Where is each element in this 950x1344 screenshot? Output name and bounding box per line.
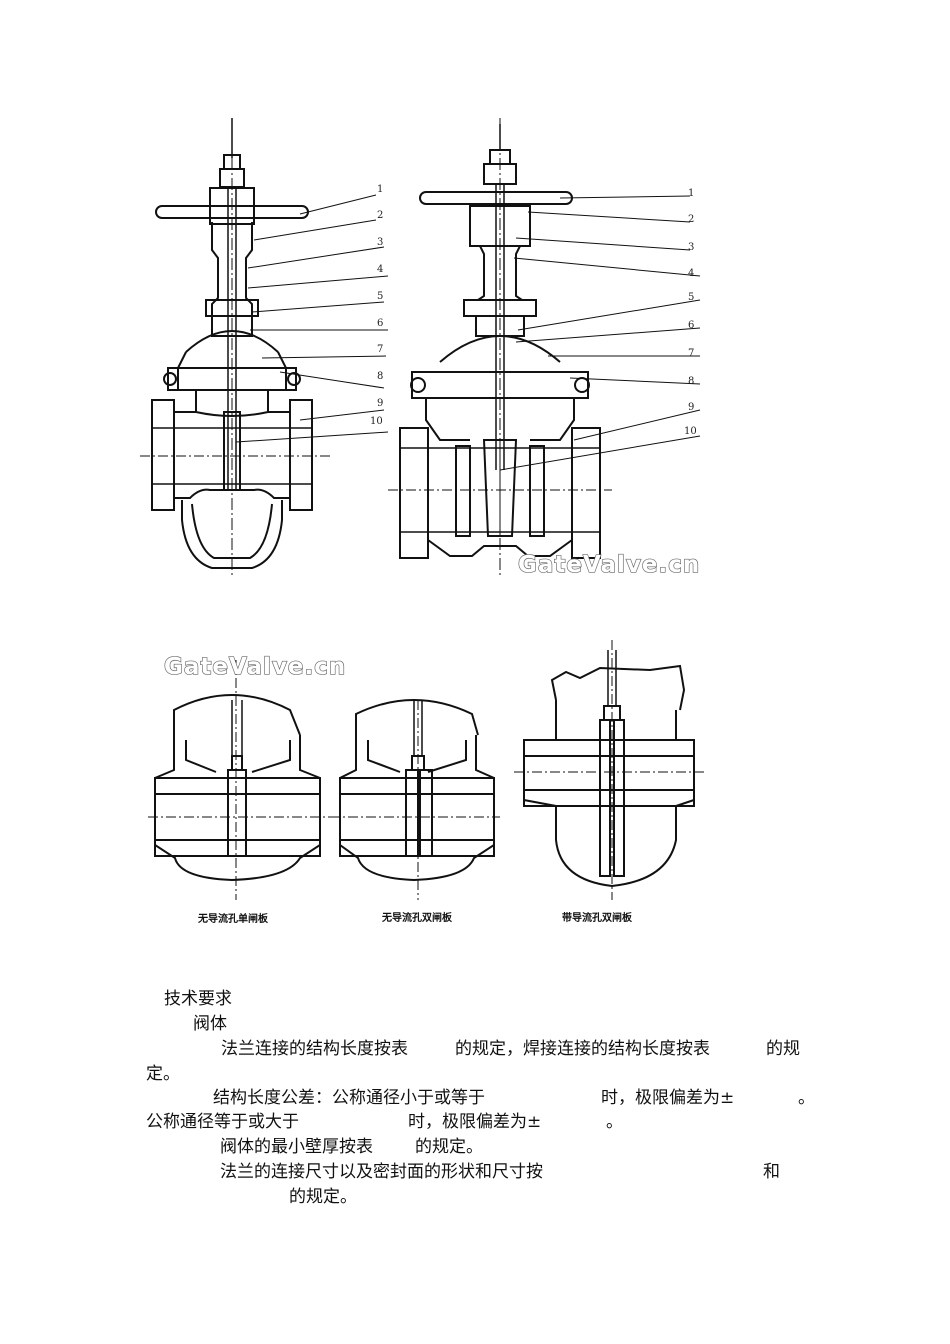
caption-single-gate: 无导流孔单闸板 — [197, 912, 269, 925]
subheading-valve-body: 阀体 — [193, 1014, 227, 1034]
caption-double-gate: 无导流孔双闸板 — [381, 911, 453, 924]
para3-part-b: 时，极限偏差为± — [408, 1112, 542, 1132]
left-part-number-8: 8 — [377, 371, 383, 382]
section-detail-3 — [514, 640, 704, 900]
left-part-number-10: 10 — [370, 416, 383, 427]
left-part-number-7: 7 — [377, 344, 383, 355]
para6: 的规定。 — [289, 1187, 357, 1207]
para1-part-d: 定。 — [146, 1064, 180, 1084]
section-detail-1 — [148, 660, 330, 900]
para4-part-b: 的规定。 — [415, 1137, 483, 1157]
left-part-number-5: 5 — [377, 291, 383, 302]
right-part-number-4: 4 — [688, 268, 694, 279]
para1-part-b: 的规定，焊接连接的结构长度按表 — [455, 1039, 710, 1059]
right-valve-drawing — [388, 118, 701, 578]
para2-part-a: 结构长度公差：公称通径小于或等于 — [213, 1088, 485, 1108]
right-part-number-3: 3 — [688, 242, 694, 253]
para2-part-b: 时，极限偏差为± — [601, 1088, 735, 1108]
watermark-middle: GateValve.cn — [164, 654, 346, 680]
right-part-number-9: 9 — [688, 402, 694, 413]
right-part-number-2: 2 — [688, 214, 694, 225]
left-part-number-2: 2 — [377, 210, 383, 221]
para1-part-c: 的规 — [766, 1039, 800, 1059]
left-part-number-1: 1 — [377, 184, 383, 195]
para4-part-a: 阀体的最小壁厚按表 — [220, 1137, 373, 1157]
right-part-number-6: 6 — [688, 320, 694, 331]
right-part-number-5: 5 — [688, 292, 694, 303]
left-part-number-6: 6 — [377, 318, 383, 329]
right-part-number-10: 10 — [684, 426, 697, 437]
section-heading: 技术要求 — [164, 989, 232, 1009]
left-valve-drawing — [140, 118, 389, 578]
para5-part-b: 和 — [763, 1162, 780, 1182]
left-part-number-4: 4 — [377, 264, 383, 275]
para1-part-a: 法兰连接的结构长度按表 — [221, 1039, 408, 1059]
para3-part-a: 公称通径等于或大于 — [146, 1112, 299, 1132]
watermark-top: GateValve.cn — [518, 552, 700, 578]
left-part-number-9: 9 — [377, 398, 383, 409]
left-part-number-3: 3 — [377, 237, 383, 248]
caption-double-gate-guide: 带导流孔双闸板 — [562, 911, 633, 924]
section-detail-2 — [330, 699, 500, 900]
right-part-number-7: 7 — [688, 348, 694, 359]
para3-part-c: 。 — [606, 1112, 623, 1132]
para2-part-c: 。 — [798, 1088, 815, 1108]
right-part-number-1: 1 — [688, 188, 694, 199]
para5-part-a: 法兰的连接尺寸以及密封面的形状和尺寸按 — [220, 1162, 543, 1182]
right-part-number-8: 8 — [688, 376, 694, 387]
